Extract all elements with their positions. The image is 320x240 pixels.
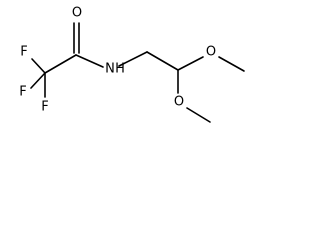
bond-o-upper-methyl	[218, 56, 245, 72]
bond-o-lower-methyl	[186, 107, 211, 123]
atom-f-left: F	[19, 85, 26, 100]
bond-ch-o-upper	[177, 56, 204, 71]
bond-n-ch2	[118, 51, 148, 67]
atom-h-amide: H	[115, 62, 125, 77]
atom-o-methoxy-upper: O	[206, 45, 216, 60]
atom-f-top: F	[20, 45, 27, 60]
atom-n-amide: N	[105, 62, 115, 77]
atom-labels: O N H F F F O O	[19, 6, 216, 115]
bond-carbonyl-cf3	[44, 54, 77, 74]
bond-c-f-left	[30, 72, 46, 89]
bond-c-f-top	[31, 58, 46, 74]
bond-ch2-ch	[146, 51, 179, 71]
bonds	[30, 22, 245, 123]
atom-o-methoxy-lower: O	[174, 95, 184, 110]
atom-f-bottom: F	[41, 100, 48, 115]
structural-formula: O N H F F F O O	[19, 6, 245, 123]
atom-o-carbonyl: O	[72, 6, 82, 21]
bond-carbonyl-n	[75, 54, 104, 68]
